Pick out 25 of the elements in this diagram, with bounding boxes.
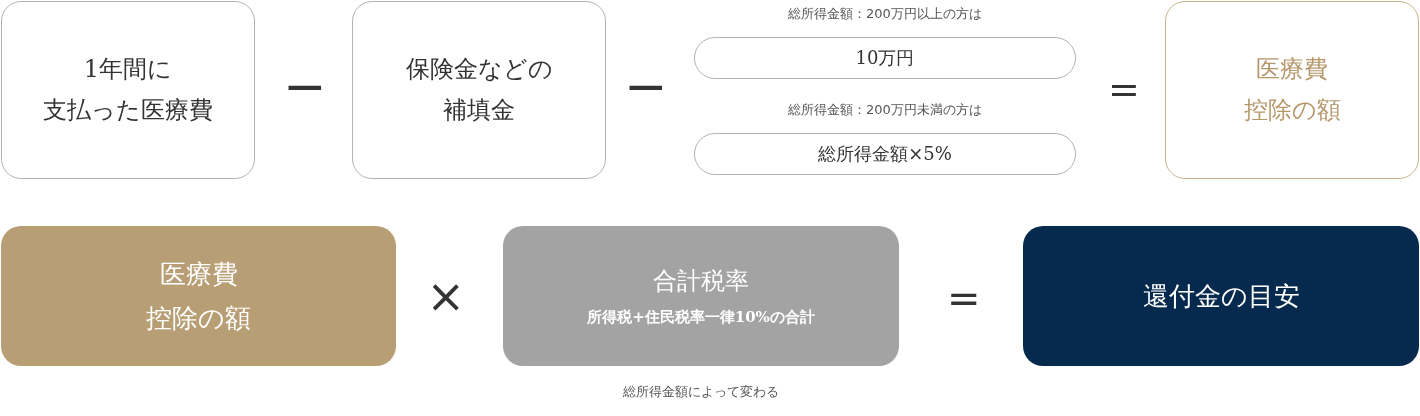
- equals-sign: =: [1108, 70, 1140, 108]
- note-caption: 総所得金額によって変わる: [623, 383, 779, 401]
- term-box: [1, 1, 255, 179]
- tax-rate-box: [503, 226, 899, 366]
- result-box: [1165, 1, 1419, 179]
- box-label: 保険金などの補填金: [405, 54, 553, 126]
- box-heading: 合計税率: [653, 266, 749, 297]
- refund-box: [1023, 226, 1419, 366]
- box-label: 10万円: [855, 46, 915, 70]
- amount-pill: [694, 37, 1076, 79]
- box-label: 還付金の目安: [1142, 280, 1300, 313]
- box-label: 総所得金額×5%: [818, 142, 952, 166]
- minus-sign: −: [283, 60, 327, 112]
- times-sign: ×: [426, 273, 466, 319]
- box-subtext: 所得税+住民税率一律10%の合計: [587, 307, 815, 328]
- condition-caption: 総所得金額：200万円以上の方は: [788, 5, 982, 23]
- box-label: 医療費控除の額: [1243, 54, 1341, 126]
- condition-caption: 総所得金額：200万円未満の方は: [788, 101, 982, 119]
- box-label: 医療費控除の額: [146, 258, 251, 335]
- equals-sign: =: [947, 278, 981, 318]
- amount-pill: [694, 133, 1076, 175]
- box-label: 1年間に支払った医療費: [43, 54, 213, 126]
- term-box: [352, 1, 606, 179]
- minus-sign: −: [624, 60, 668, 112]
- deduction-box: [1, 226, 396, 366]
